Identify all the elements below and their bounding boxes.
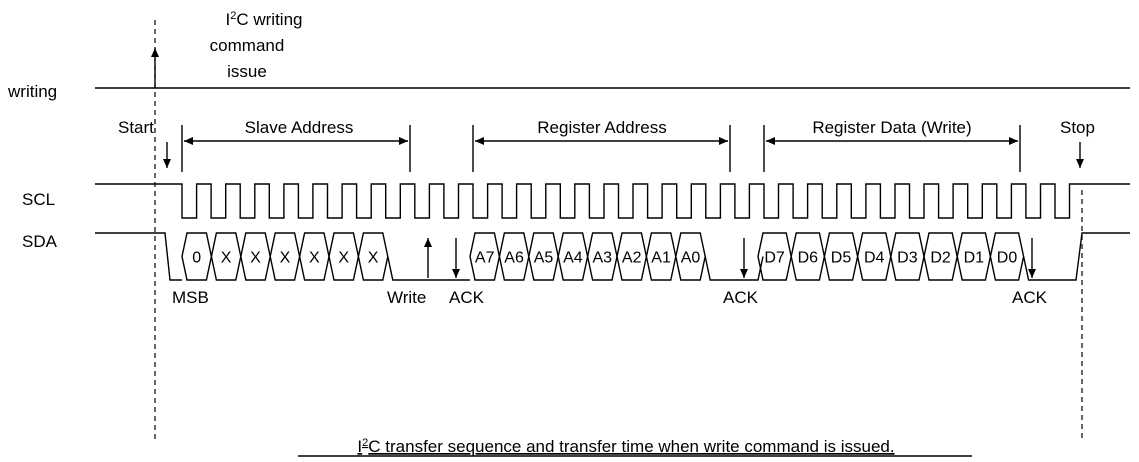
data-bit-label: D6 <box>798 250 819 267</box>
data-bit-label: D0 <box>997 250 1018 267</box>
scl-signal-label: SCL <box>22 190 55 209</box>
ack3-label: ACK <box>1012 288 1048 307</box>
register-bit-label: A4 <box>563 250 583 267</box>
figure-caption: I2C transfer sequence and transfer time … <box>357 437 894 456</box>
register-bit-label: A7 <box>475 250 495 267</box>
register-data-bracket <box>763 125 1021 172</box>
sda-ack-gap-2 <box>704 256 764 281</box>
ack1-label: ACK <box>449 288 485 307</box>
data-bit-label: D5 <box>831 250 852 267</box>
sda-stop <box>1022 232 1130 281</box>
register-address-label: Register Address <box>537 118 666 137</box>
register-bit-label: A1 <box>651 250 671 267</box>
msb-label: MSB <box>172 288 209 307</box>
register-bit-label: A6 <box>504 250 524 267</box>
sda-start <box>95 232 182 281</box>
slave-bit-label: X <box>309 250 320 267</box>
sda-waveform: 0 X X X X X X A7 A6 A5 A4 A3 A2 A1 A0 D7 D6 D5 D4 D3 D2 D1 D0 <box>95 232 1130 281</box>
slave-address-bracket <box>181 125 411 172</box>
slave-bit-label: X <box>221 250 232 267</box>
slave-address-label: Slave Address <box>245 118 354 137</box>
writing-signal-label: writing <box>7 82 57 101</box>
register-bit-label: A2 <box>622 250 642 267</box>
issue-label-line2: command <box>210 36 285 55</box>
slave-bit-label: 0 <box>192 250 201 267</box>
write-label: Write <box>387 288 426 307</box>
scl-waveform <box>95 183 1130 219</box>
data-bit-label: D2 <box>930 250 951 267</box>
slave-bit-label: X <box>250 250 261 267</box>
issue-label-line1: I2C writing <box>226 10 303 29</box>
slave-bit-label: X <box>280 250 291 267</box>
stop-label: Stop <box>1060 118 1095 137</box>
issue-label-line3: issue <box>227 62 267 81</box>
register-bit-label: A3 <box>593 250 613 267</box>
data-bit-label: D4 <box>864 250 885 267</box>
data-bit-label: D1 <box>964 250 985 267</box>
register-data-label: Register Data (Write) <box>812 118 971 137</box>
data-bit-label: D3 <box>897 250 918 267</box>
register-bit-label: A0 <box>681 250 701 267</box>
ack2-label: ACK <box>723 288 759 307</box>
slave-bit-label: X <box>368 250 379 267</box>
register-bit-label: A5 <box>534 250 554 267</box>
sda-signal-label: SDA <box>22 232 58 251</box>
slave-bit-label: X <box>338 250 349 267</box>
sda-ack-gap-1 <box>387 256 470 281</box>
data-bit-label: D7 <box>764 250 785 267</box>
register-address-bracket <box>472 125 731 172</box>
start-label: Start <box>118 118 154 137</box>
